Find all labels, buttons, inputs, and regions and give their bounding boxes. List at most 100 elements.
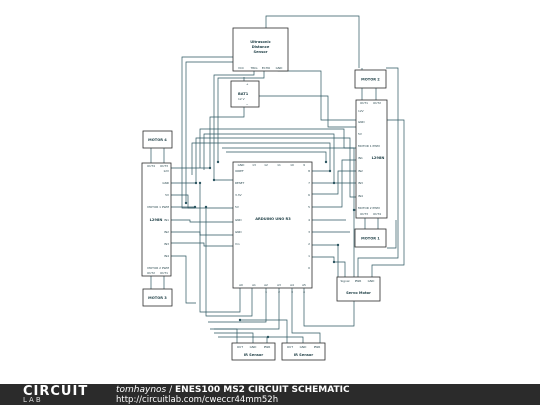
junction-dot [336,243,340,247]
l298n-right-bottom-pin: OUT4 [373,212,381,216]
arduino-top-pin: 11 [277,163,281,167]
wire [210,328,238,343]
l298n-left-pin-in2: IN2 [164,230,169,234]
wires [150,15,405,343]
ultrasonic-box [232,27,289,72]
servo-motor: Signal PWR GND Servo Motor [336,276,381,302]
motor-2-label: MOTOR 2 [361,78,380,82]
arduino-pin-d4: 4 [308,218,310,222]
schematic-title: ENES100 MS2 CIRCUIT SCHEMATIC [175,385,350,395]
l298n-left-pin-in4: IN4 [164,254,169,258]
l298n-left-pin-pwm2: MOTOR 2 PWM [147,266,169,270]
ir-sensor-2-label: IR Sensor [294,353,314,357]
junctions [184,160,356,339]
l298n-right-pin-pwm2: MOTOR 2 PWM [358,206,380,210]
arduino-pin-3v3: 3.3V [235,193,242,197]
l298n-left-bottom-pin: OUT1 [160,271,168,275]
arduino-pin-d8: 8 [308,169,310,173]
wire [181,56,241,209]
l298n-right-top-pin: OUT1 [360,101,368,105]
wire [191,142,331,175]
l298n-right-pin-pwm1: MOTOR 1 PWM [358,144,380,148]
arduino-pin-reset: RESET [235,181,244,185]
arduino-pin-d5: 5 [308,205,310,209]
servo-pin-signal: Signal [341,279,350,283]
footer-bar: CIRCUIT LAB tomhaynos / ENES100 MS2 CIRC… [0,384,540,405]
title-separator: / [166,385,176,395]
junction-dot [332,260,336,264]
l298n-left: OUT4 OUT3 12V GND 5V MOTOR 1 PWM L298N I… [141,162,172,277]
servo-box [336,276,381,302]
junction-dot [204,205,208,209]
arduino-pin-5v: 5V [235,205,239,209]
ultrasonic-pin-echo: ECHO [262,66,271,70]
arduino-top-pin: 10 [290,163,294,167]
wire [371,119,405,277]
motor-3: MOTOR 3 [142,288,173,307]
ultrasonic-pin-trig: TRIG [250,66,258,70]
wire [171,194,233,209]
junction-dot [194,181,198,185]
wire [312,256,335,262]
schematic-url[interactable]: http://circuitlab.com/cweccr44mm52h [116,395,279,405]
servo-pin-pwr: PWR [355,279,362,283]
ir-sensor-2-pin-out: OUT [287,345,293,349]
junction-dot [208,166,212,170]
ultrasonic-pin-gnd: GND [276,66,283,70]
battery-voltage: 12 V [238,97,245,101]
wire [303,210,355,327]
ir-sensor-1-label: IR Sensor [244,353,264,357]
ultrasonic-label-2: Distance [252,45,270,49]
wire [357,67,399,277]
battery-box [230,80,260,108]
wire [277,67,358,121]
wire [291,288,321,343]
circuitlab-logo-sub: LAB [23,396,43,404]
wire [387,220,397,249]
junction-dot [324,160,328,164]
motor-2: MOTOR 2 [354,69,387,89]
arduino-pin-d0: 0 [308,266,310,270]
wire [217,67,265,162]
arduino-uno: GND 13 12 11 10 9 IOREF RESET 3.3V 5V GN… [232,161,313,294]
wire [195,137,357,198]
wire [171,231,233,236]
arduino-pin-ioref: IOREF [235,169,244,173]
junction-dot [332,181,336,185]
ir-sensor-2-pin-gnd: GND [300,345,307,349]
battery-minus: − [246,102,249,106]
arduino-bottom-num: 4 [303,290,305,294]
l298n-left-pin-gnd: GND [162,181,169,185]
motor-4-box [142,130,173,149]
l298n-right-box [355,99,388,219]
l298n-right-pin-in2: IN2 [358,169,363,173]
wire [171,107,245,169]
l298n-right-pin-in3: IN3 [358,181,363,185]
arduino-top-pin: 12 [264,163,268,167]
ir-sensor-2-box [281,342,326,361]
wire [214,288,280,330]
schematic-diagram: Ultrasonic Distance Sensor VCC TRIG ECHO… [141,15,405,361]
motor-3-label: MOTOR 3 [148,296,167,300]
wire [258,95,357,128]
wire [199,183,241,313]
wire [312,159,357,208]
junction-dot [198,181,202,185]
arduino-pin-d1: 1 [308,254,310,258]
arduino-pin-a5: A5 [302,283,306,287]
l298n-right-pin-in1: IN1 [358,156,363,160]
wire [218,336,268,343]
wire [171,219,233,223]
arduino-pin-d3: 3 [308,230,310,234]
battery-label: BAT1 [238,92,249,96]
l298n-left-pin-12v: 12V [163,169,169,173]
arduino-pin-d6: 6 [308,193,310,197]
wire [312,170,357,195]
author-link[interactable]: tomhaynos [116,385,167,395]
ultrasonic-pin-vcc: VCC [238,66,244,70]
circuitlab-logo[interactable]: CIRCUIT [23,384,89,399]
arduino-pin-vin: Vin [235,242,240,246]
arduino-top-pin: 9 [303,163,305,167]
l298n-left-pin-5v: 5V [165,193,169,197]
